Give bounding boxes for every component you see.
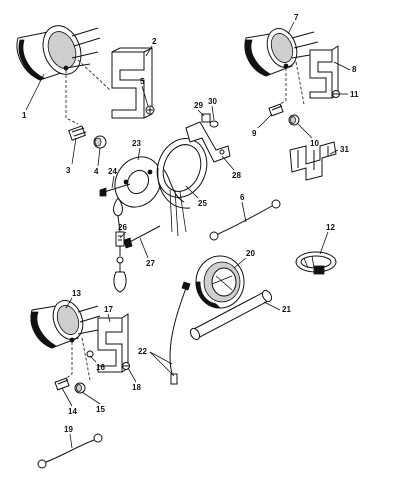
callout-1: 1 (22, 111, 27, 120)
clip-part-26 (113, 197, 127, 293)
callout-30: 30 (208, 97, 217, 106)
callout-26: 26 (118, 223, 127, 232)
callout-12: 12 (326, 223, 335, 232)
callout-27: 27 (146, 259, 155, 268)
rod-part-21 (189, 289, 273, 341)
callout-15: 15 (96, 405, 105, 414)
callout-18: 18 (132, 383, 141, 392)
gauge-part-7 (244, 28, 319, 77)
callout-4: 4 (94, 167, 99, 176)
callout-6: 6 (240, 193, 245, 202)
callout-9: 9 (252, 129, 257, 138)
callout-16: 16 (96, 363, 105, 372)
bulb-part-4 (93, 135, 107, 149)
nut-part-9 (268, 103, 284, 117)
gauge-housing-part-25 (156, 138, 208, 237)
callout-5: 5 (140, 77, 145, 86)
callout-22: 22 (138, 347, 147, 356)
bracket-part-28 (185, 121, 231, 163)
probe-part-27 (123, 225, 161, 249)
callout-21: 21 (282, 305, 291, 314)
nut-part-29 (201, 113, 211, 123)
callout-25: 25 (198, 199, 207, 208)
nut-part-14 (54, 377, 70, 391)
bulb-part-15 (74, 382, 86, 394)
gauge-part-20 (195, 255, 245, 309)
mount-plate-part-23 (114, 156, 162, 208)
clamp-part-12 (295, 251, 337, 275)
callout-20: 20 (246, 249, 255, 258)
callout-11: 11 (350, 90, 359, 99)
callout-17: 17 (104, 305, 113, 314)
bulb-part-10 (288, 114, 300, 126)
screw-part-24 (99, 183, 131, 197)
callout-23: 23 (132, 139, 141, 148)
leader-lines (25, 21, 351, 449)
callout-7: 7 (294, 13, 299, 22)
washer-part-30 (209, 120, 219, 128)
callout-31: 31 (340, 145, 349, 154)
callout-14: 14 (68, 407, 77, 416)
gauge-part-13 (30, 300, 101, 349)
sender-wire-part-22 (169, 281, 191, 385)
washer-part-16 (86, 350, 94, 358)
screw-part-5 (145, 105, 155, 115)
bracket-part-8 (309, 45, 339, 99)
wire-part-19 (37, 433, 103, 469)
bracket-part-2 (111, 47, 153, 119)
callout-28: 28 (232, 171, 241, 180)
callout-8: 8 (352, 65, 357, 74)
callout-19: 19 (64, 425, 73, 434)
callout-3: 3 (66, 166, 71, 175)
gauge-part-1 (16, 25, 101, 81)
callout-13: 13 (72, 289, 81, 298)
bracket-part-31 (289, 141, 337, 181)
callout-2: 2 (152, 37, 157, 46)
nut-part-3 (68, 125, 87, 141)
callout-10: 10 (310, 139, 319, 148)
callout-29: 29 (194, 101, 203, 110)
callout-24: 24 (108, 167, 117, 176)
wire-part-6 (209, 199, 281, 241)
bracket-part-17 (97, 313, 129, 373)
screw-part-18 (122, 362, 130, 370)
screw-part-11 (332, 90, 340, 98)
callout-labels: 1 2 3 4 5 6 7 8 9 10 11 12 13 14 15 16 1… (22, 13, 359, 434)
